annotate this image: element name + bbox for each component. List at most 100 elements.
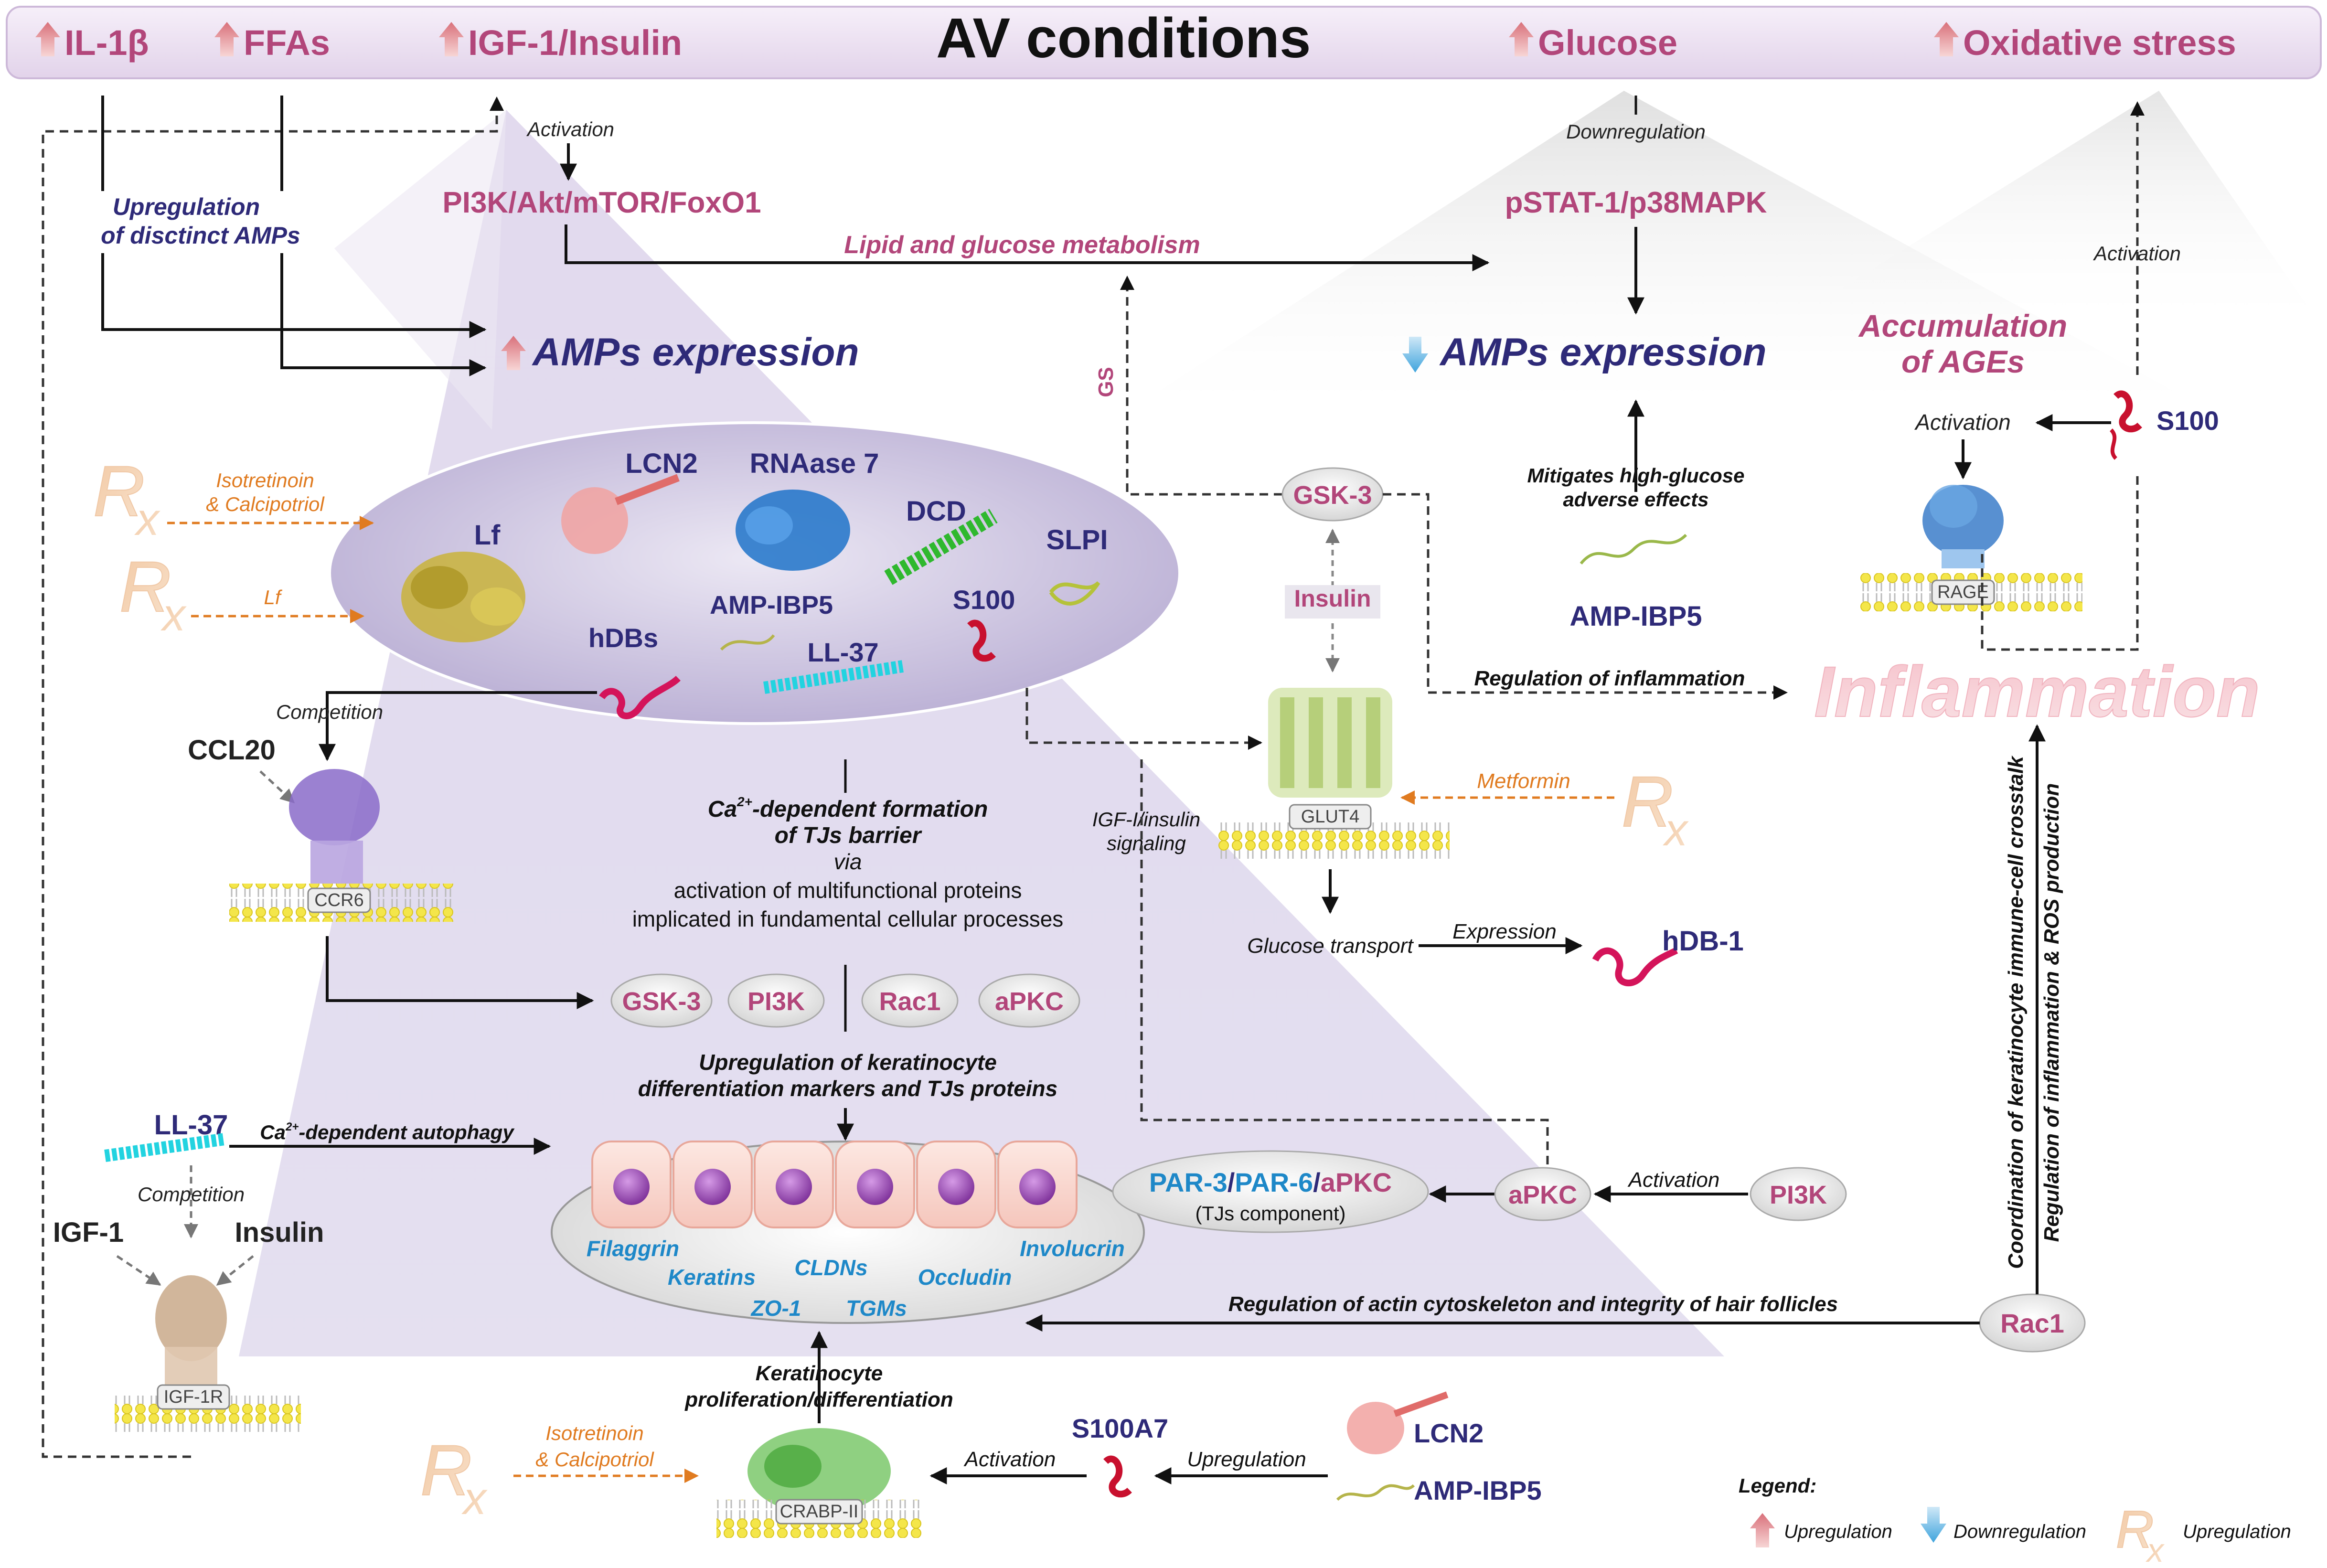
lcn2-protein-icon	[561, 474, 680, 554]
svg-text:aPKC: aPKC	[1508, 1181, 1577, 1209]
downregulation-icon	[1402, 337, 1428, 373]
crabp2-label-box	[775, 1499, 863, 1525]
ffas-arrow	[280, 96, 487, 376]
rx-isotretinoin-1: Isotretinoin	[216, 469, 314, 491]
svg-text:x: x	[461, 1473, 488, 1524]
rnaase7-label: RNAase 7	[750, 448, 879, 479]
cell-nucleus	[694, 1169, 731, 1205]
amp-ibp5-structure	[1580, 533, 1687, 565]
distinct-amps-label: of disctinct AMPs	[101, 222, 300, 249]
ca-autophagy-label: Ca2+-dependent autophagy	[260, 1120, 515, 1143]
lf-label: Lf	[474, 520, 501, 551]
right-signalling-cone	[1099, 91, 2245, 430]
lipid-glucose-arrow	[565, 224, 1490, 271]
pi3k-chip: PI3K	[1750, 1167, 1847, 1221]
rx-lf-label: Lf	[264, 586, 282, 608]
dcd-protein-icon	[884, 509, 998, 585]
legend-up-icon	[1750, 1513, 1775, 1547]
slpi-protein-icon	[1049, 581, 1100, 606]
igf1-arrow	[116, 1255, 161, 1286]
ll37-ellipse-icon	[763, 660, 904, 694]
igf1r-receptor	[155, 1275, 227, 1390]
cell-nucleus	[1019, 1169, 1056, 1205]
s100-right: S100	[2156, 405, 2219, 436]
igf-signaling-1: IGF-I/insulin	[1092, 808, 1200, 831]
amp-ibp5-ellipse-icon	[720, 634, 775, 651]
svg-text:x: x	[2146, 1532, 2165, 1566]
crabp2-protein	[747, 1428, 891, 1514]
activation-pi3k-label: Activation	[1627, 1168, 1720, 1192]
slpi-label: SLPI	[1046, 524, 1108, 555]
svg-text:R: R	[119, 546, 171, 627]
ccl20-arrow	[259, 770, 295, 804]
svg-text:GSK-3: GSK-3	[1293, 481, 1372, 510]
upreg-markers-2: differentiation markers and TJs proteins	[638, 1076, 1058, 1101]
ccr6-label-box	[307, 887, 371, 913]
svg-text:aPKC: aPKC	[995, 987, 1064, 1016]
glut4-dashed-arrow	[1025, 688, 1262, 750]
gs-label: GS	[1094, 367, 1118, 397]
s100-protein-icon	[2109, 390, 2142, 460]
legend-rx-icon: R x	[2115, 1500, 2165, 1568]
rx-isotretinoin-2: & Calcipotriol	[206, 493, 325, 515]
hdb1-label: hDB-1	[1662, 926, 1744, 957]
left-signalling-cone	[239, 110, 1724, 1356]
marker-zo1: ZO-1	[750, 1296, 801, 1321]
rac1-chip: Rac1	[1979, 1293, 2086, 1353]
hdbs-protein-icon	[599, 675, 681, 719]
header-band	[6, 6, 2322, 79]
rnaase7-protein-icon	[736, 490, 850, 571]
lcn2-bottom-icon	[1347, 1391, 1449, 1454]
prolif-label-1: Keratinocyte	[756, 1362, 883, 1385]
s100a7-protein-icon	[1103, 1455, 1132, 1498]
regulation-inflammation-label: Regulation of inflammation	[1474, 667, 1745, 690]
par-complex-ellipse	[1112, 1150, 1429, 1233]
svg-text:R: R	[93, 451, 145, 531]
par-complex-label: PAR-3/PAR-6/aPKC	[1149, 1167, 1392, 1197]
tjs-component-label: (TJs component)	[1195, 1202, 1345, 1225]
metformin-label: Metformin	[1477, 769, 1570, 793]
chip-pi3k: PI3K	[727, 973, 825, 1028]
amps-expression-down: AMPs expression	[1439, 331, 1767, 374]
svg-text:R: R	[420, 1430, 472, 1510]
page-title: AV conditions	[936, 7, 1311, 70]
upregulation-amps-label: Upregulation	[113, 193, 260, 220]
activation-bottom-label: Activation	[963, 1448, 1056, 1471]
upregulation-bottom-label: Upregulation	[1187, 1448, 1306, 1471]
ll37-lower-icon	[104, 1133, 225, 1162]
upreg-markers-1: Upregulation of keratinocyte	[699, 1050, 997, 1075]
s100-ellipse-label: S100	[953, 585, 1015, 615]
ca-formation-line2: of TJs barrier	[775, 823, 922, 848]
rage-inflammation-loop	[1981, 473, 2139, 651]
hdbs-label: hDBs	[588, 623, 658, 653]
s100a7-label: S100A7	[1072, 1413, 1168, 1443]
ll37-ellipse-label: LL-37	[807, 637, 878, 667]
expression-label: Expression	[1452, 920, 1557, 943]
legend-title: Legend:	[1739, 1474, 1816, 1497]
competition-label: Competition	[276, 701, 383, 723]
keratinocyte-layer	[591, 1141, 1078, 1228]
svg-text:R: R	[2116, 1500, 2154, 1559]
hdb1-protein-icon	[1592, 947, 1678, 986]
dcd-label: DCD	[906, 496, 966, 527]
rac1-vertical-label-1: Coordination of keratinocyte immune-cell…	[2004, 755, 2028, 1269]
feedback-loop-arrow	[42, 96, 504, 1458]
ccr6-label: CCR6	[314, 890, 363, 910]
svg-text:PI3K: PI3K	[747, 987, 805, 1016]
insulin-center-label: Insulin	[1294, 585, 1371, 612]
marker-cldns: CLDNs	[794, 1255, 867, 1280]
downregulation-label: Downregulation	[1566, 120, 1706, 143]
legend-rx-label: Upregulation	[2183, 1521, 2291, 1542]
ccr6-receptor	[289, 769, 380, 884]
igf-signaling-2: signaling	[1107, 832, 1186, 854]
marker-filaggrin: Filaggrin	[587, 1236, 679, 1261]
insulin-lower-label: Insulin	[235, 1217, 324, 1248]
cell-nucleus	[857, 1169, 893, 1205]
rx-bottom-1: Isotretinoin	[545, 1422, 643, 1444]
cell-nucleus	[776, 1169, 812, 1205]
svg-text:PI3K: PI3K	[1770, 1181, 1827, 1209]
pi3k-akt-mtor-foxo1: PI3K/Akt/mTOR/FoxO1	[442, 186, 761, 219]
upreg-label-bg	[98, 191, 299, 253]
amp-ibp5-right: AMP-IBP5	[1569, 601, 1702, 632]
